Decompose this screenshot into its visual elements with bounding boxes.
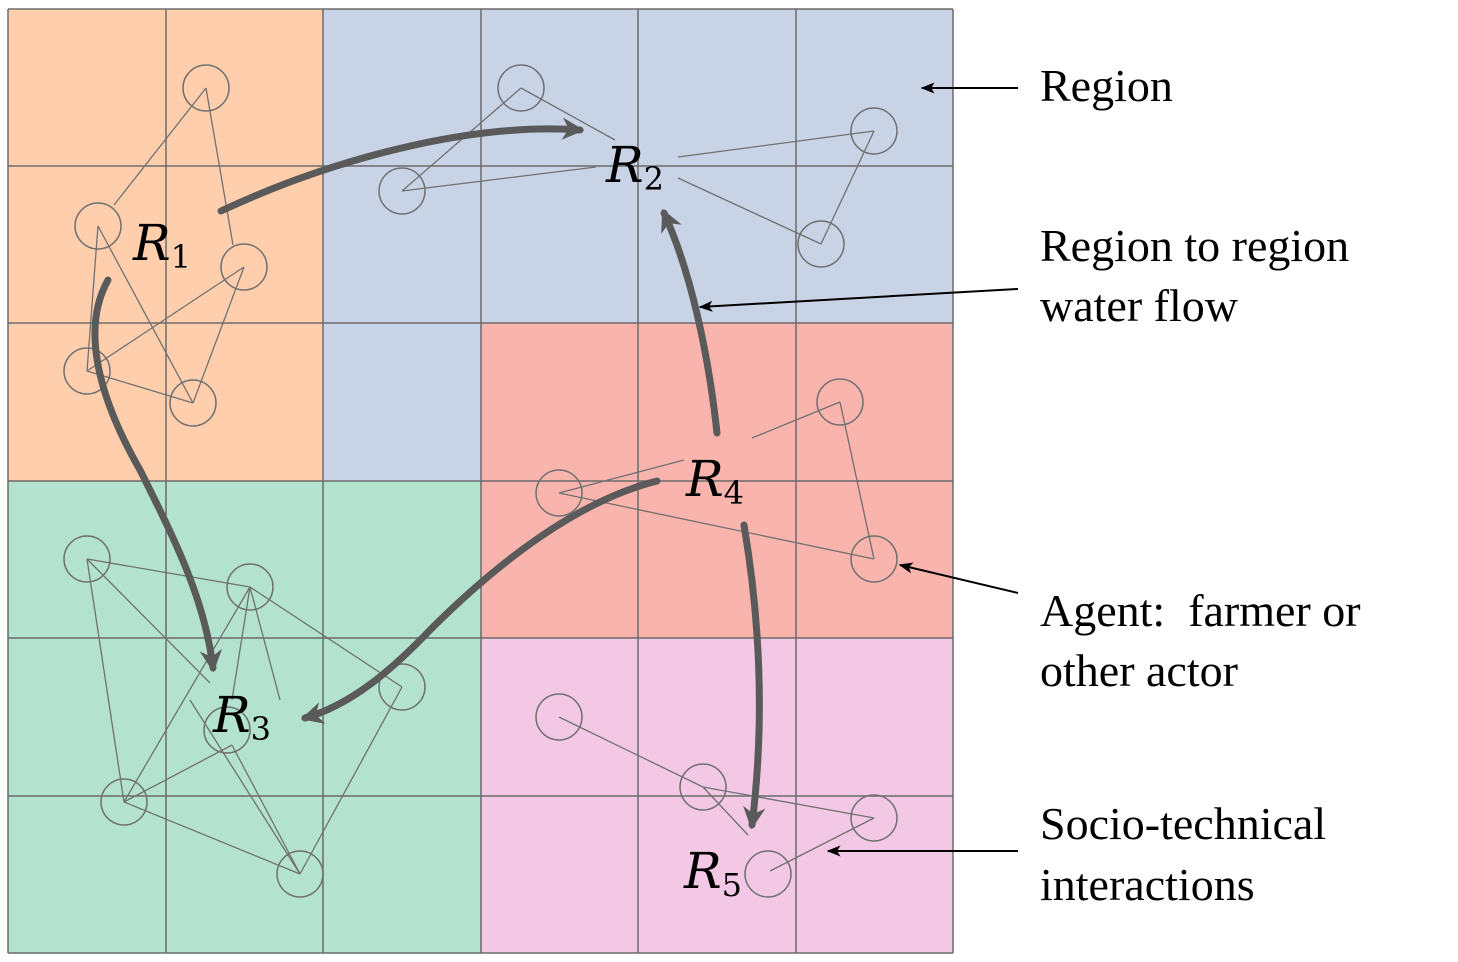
agent-node <box>378 663 426 711</box>
annotation-socio-line1: Socio-technical <box>1040 798 1326 849</box>
agent-node <box>850 535 898 583</box>
interaction-edges <box>86 87 953 875</box>
flow-r1-to-r2 <box>217 117 585 215</box>
region-2-label: R2 <box>605 136 664 198</box>
agent-node <box>378 167 426 215</box>
region-3-label: R3 <box>212 686 271 748</box>
agent-node <box>63 347 111 395</box>
region-1-label: R1 <box>132 214 191 276</box>
flow-r4-to-r3 <box>300 477 661 724</box>
pointer-agent <box>898 562 1019 594</box>
region-4-label: R4 <box>685 450 744 512</box>
annotation-socio-line2: interactions <box>1040 859 1255 910</box>
annotation-agent-line1: Agent: farmer or <box>1040 585 1361 636</box>
agent-node <box>850 107 898 155</box>
agent-node <box>679 763 727 811</box>
agent-node <box>276 850 324 898</box>
flow-r4-to-r2 <box>660 208 721 437</box>
agent-node <box>203 706 251 754</box>
agent-node <box>226 563 274 611</box>
annotations: Region Region to region water flow Agent… <box>1040 60 1361 910</box>
agent-node <box>535 693 583 741</box>
annotation-agent-line2: other actor <box>1040 645 1238 696</box>
agent-node <box>169 379 217 427</box>
agents <box>63 64 898 898</box>
agent-node <box>535 469 583 517</box>
agent-node <box>100 778 148 826</box>
pointer-water-flow <box>698 288 1019 312</box>
flow-r1-to-r3 <box>91 276 223 673</box>
agent-node <box>816 378 864 426</box>
annotation-pointers <box>698 82 1019 857</box>
agent-node <box>220 243 268 291</box>
agent-node <box>63 535 111 583</box>
region-labels: R1 R2 R3 R4 R5 <box>132 136 744 904</box>
agent-node <box>74 202 122 250</box>
annotation-region: Region <box>1040 60 1173 111</box>
agent-node <box>497 64 545 112</box>
annotation-water-flow-line2: water flow <box>1040 280 1239 331</box>
flow-r4-to-r5 <box>740 521 766 830</box>
agent-node <box>850 794 898 842</box>
agent-node <box>797 220 845 268</box>
agent-node <box>182 64 230 112</box>
region-5-label: R5 <box>683 842 742 904</box>
water-flows <box>91 117 766 830</box>
annotation-water-flow-line1: Region to region <box>1040 220 1349 271</box>
agent-node <box>744 850 792 898</box>
